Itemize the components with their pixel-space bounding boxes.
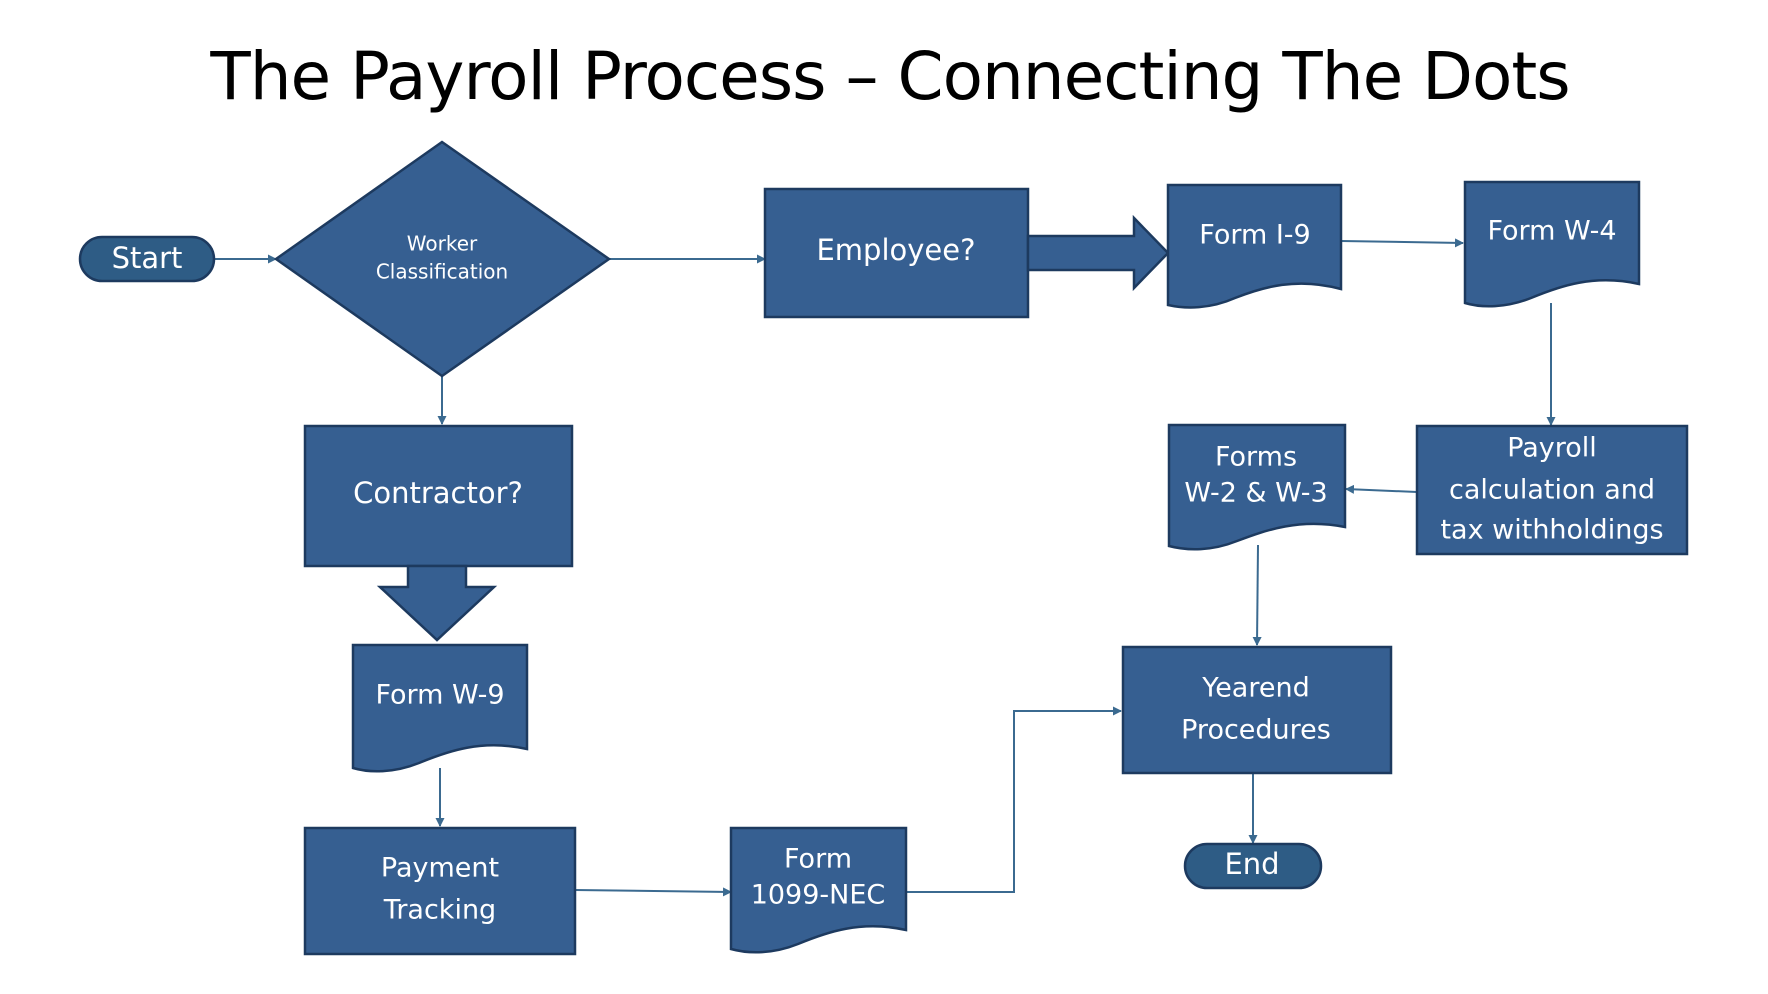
form-1099-document — [729, 826, 908, 954]
classification-diamond — [273, 140, 612, 378]
start-label: Start — [112, 241, 183, 275]
forms-w2-w3-line1: Forms — [1215, 442, 1297, 473]
block-arrow-employee-to-i9 — [1026, 214, 1170, 292]
node-forms-w2-w3: Forms W-2 & W-3 — [1167, 423, 1347, 551]
contractor-box — [303, 424, 574, 568]
connector-1099-to-yearend — [906, 706, 1122, 893]
payment-tracking-line2: Tracking — [383, 895, 496, 926]
employee-box — [763, 187, 1030, 319]
node-worker-classification: Worker Classification — [273, 140, 612, 378]
form-w4-label: Form W-4 — [1487, 216, 1616, 247]
connectors — [214, 238, 1556, 897]
yearend-box — [1121, 645, 1393, 775]
node-start: Start — [78, 235, 216, 283]
form-1099-line2: 1099-NEC — [751, 880, 886, 911]
block-arrow-contractor-to-w9 — [376, 564, 498, 642]
payroll-calc-line1: Payroll — [1507, 433, 1597, 464]
node-form-1099-nec: Form 1099-NEC — [729, 826, 908, 954]
end-terminal — [1183, 842, 1323, 890]
payment-tracking-box — [303, 826, 577, 956]
node-end: End — [1183, 842, 1323, 890]
node-employee: Employee? — [763, 187, 1030, 319]
node-form-w4: Form W-4 — [1463, 180, 1641, 308]
connector-payment-to-1099 — [574, 887, 732, 897]
connector-w2w3-to-yearend — [1252, 544, 1262, 646]
contractor-label: Contractor? — [353, 476, 523, 510]
classification-label-line1: Worker — [407, 232, 478, 256]
employee-label: Employee? — [816, 233, 975, 267]
form-w9-label: Form W-9 — [375, 680, 504, 711]
payroll-calc-box — [1415, 424, 1689, 556]
form-i9-label: Form I-9 — [1199, 220, 1310, 251]
form-i9-document — [1166, 183, 1343, 309]
node-form-w9: Form W-9 — [351, 643, 529, 773]
start-terminal — [78, 235, 216, 283]
connector-payroll-to-w2w3 — [1345, 484, 1418, 494]
payroll-calc-line2: calculation and — [1449, 475, 1655, 506]
end-label: End — [1224, 847, 1279, 881]
node-yearend: Yearend Procedures — [1121, 645, 1393, 775]
payment-tracking-line1: Payment — [381, 853, 499, 884]
yearend-line2: Procedures — [1181, 715, 1331, 746]
node-payroll-calc: Payroll calculation and tax withholdings — [1415, 424, 1689, 556]
node-form-i9: Form I-9 — [1166, 183, 1343, 309]
forms-w2-w3-line2: W-2 & W-3 — [1184, 478, 1327, 509]
form-w4-document — [1463, 180, 1641, 308]
payroll-calc-line3: tax withholdings — [1440, 515, 1663, 546]
yearend-line1: Yearend — [1201, 673, 1309, 704]
classification-label-line2: Classification — [376, 260, 508, 284]
form-1099-line1: Form — [784, 844, 852, 875]
page-title: The Payroll Process – Connecting The Dot… — [210, 38, 1570, 115]
node-contractor: Contractor? — [303, 424, 574, 568]
forms-w2-w3-document — [1167, 423, 1347, 551]
form-w9-document — [351, 643, 529, 773]
connector-i9-to-w4 — [1340, 238, 1464, 248]
node-payment-tracking: Payment Tracking — [303, 826, 577, 956]
